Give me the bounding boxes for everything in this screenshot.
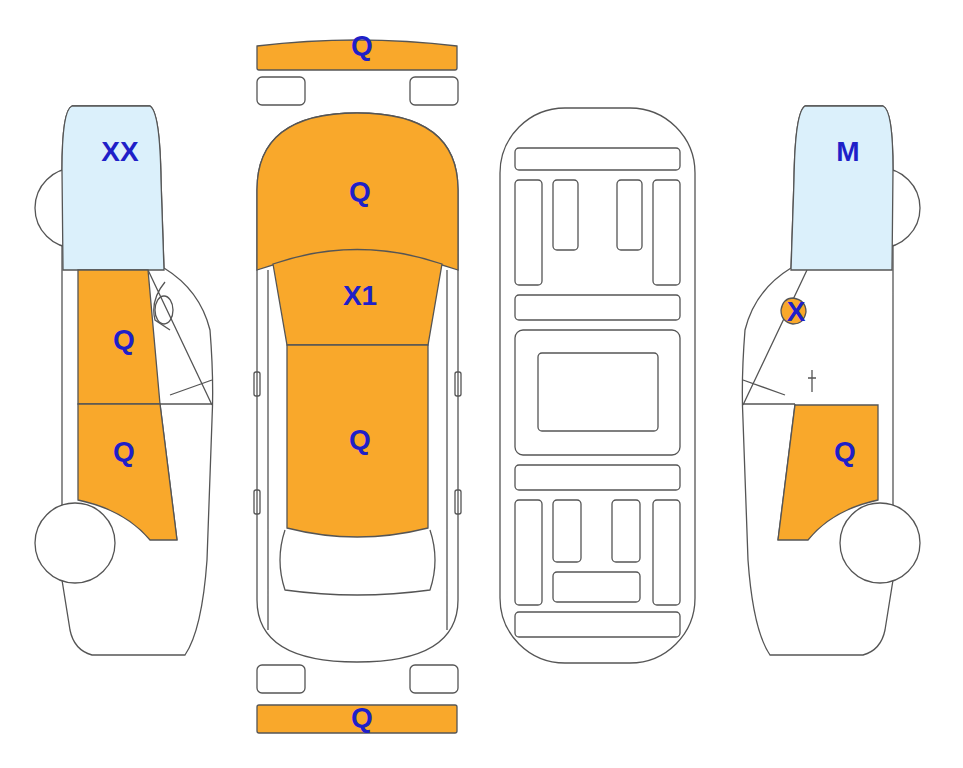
damage-code: Q <box>351 32 373 60</box>
panel-fill <box>287 345 428 537</box>
damage-code: Q <box>351 704 373 732</box>
damage-code: Q <box>113 326 135 354</box>
panel-fill <box>78 404 177 540</box>
damage-code: Q <box>834 438 856 466</box>
damage-code: Q <box>349 426 371 454</box>
damage-code: M <box>836 138 859 166</box>
damage-code: XX <box>101 138 138 166</box>
panel-fill <box>778 405 878 540</box>
right-rear-door-panel: Q <box>776 402 880 542</box>
left-windshield-panel: XX <box>60 104 166 274</box>
right-side-view <box>742 106 920 655</box>
panel-shape <box>776 402 880 542</box>
right-windshield-panel: M <box>788 104 896 276</box>
left-rear-door-panel: Q <box>76 402 179 542</box>
left-front-door-panel: Q <box>76 268 166 406</box>
panel-shape <box>76 402 179 542</box>
right-mirror-panel: X <box>778 296 808 326</box>
panel-fill <box>791 106 893 270</box>
top-view <box>254 77 461 693</box>
underside-view <box>500 108 695 663</box>
windshield-roof-panel: X1 <box>272 240 444 346</box>
panel-fill <box>257 113 458 270</box>
roof-panel: Q <box>285 343 430 548</box>
front-bumper-panel: Q <box>257 36 458 72</box>
panel-shape <box>60 104 166 274</box>
panel-fill <box>273 250 442 346</box>
damage-code: X1 <box>343 282 377 310</box>
panel-fill <box>62 106 164 270</box>
rear-bumper-panel: Q <box>257 703 458 735</box>
panel-fill <box>257 705 457 733</box>
panel-fill <box>78 270 160 404</box>
damage-code: X <box>787 298 806 326</box>
damage-code: Q <box>349 178 371 206</box>
left-side-view <box>35 106 213 655</box>
panel-shape <box>788 104 896 276</box>
damage-code: Q <box>113 438 135 466</box>
